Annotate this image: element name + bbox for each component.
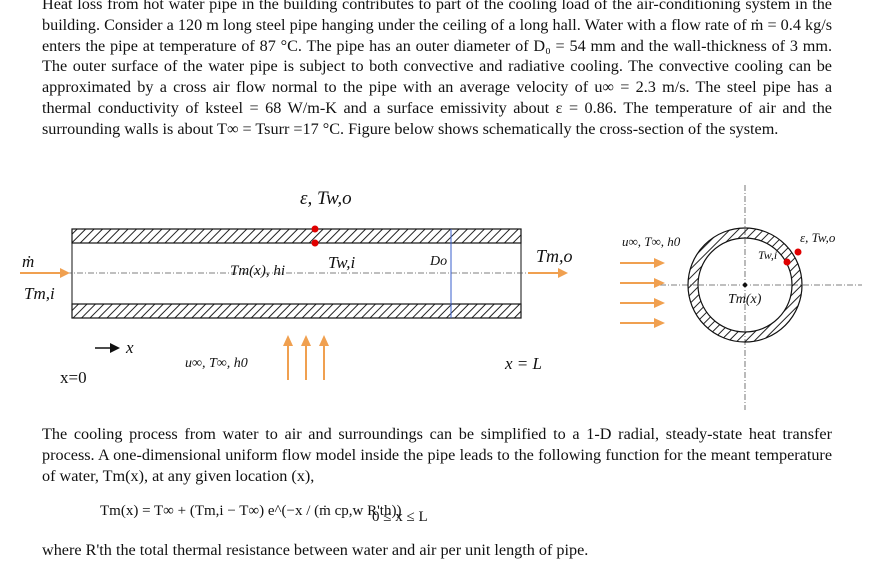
- process-description: The cooling process from water to air an…: [42, 424, 832, 486]
- pipe-wall-bottom: [71, 303, 522, 319]
- circle-inner-wall-label: Tw,i: [758, 248, 778, 262]
- outlet-temperature-label: Tm,o: [536, 246, 573, 266]
- side-airflow-arrows: [620, 258, 665, 328]
- emissivity-side-label: ε, Tw,o: [800, 230, 836, 245]
- x-axis-label: x: [126, 338, 134, 357]
- inner-wall-temperature-label: Tw,i: [328, 253, 356, 272]
- inlet-temperature-label: Tm,i: [24, 284, 55, 303]
- temperature-equation: Tm(x) = T∞ + (Tm,i − T∞) e^(−x / (ṁ cp,w…: [100, 503, 402, 519]
- x-axis-arrowhead: [110, 343, 120, 353]
- x-start-label: x=0: [60, 368, 87, 387]
- x-end-label: x = L: [505, 354, 542, 373]
- inner-surface-dot: [311, 239, 319, 247]
- circle-mean-temperature-label: Tm(x): [728, 292, 762, 307]
- bottom-air-label: u∞, T∞, h0: [185, 356, 248, 371]
- side-air-label: u∞, T∞, h0: [622, 234, 681, 249]
- circle-center-dot: [742, 282, 748, 288]
- process-text: The cooling process from water to air an…: [42, 425, 832, 485]
- equation-range: 0 ≤ x ≤ L: [372, 509, 428, 525]
- mass-flow-label: ṁ: [22, 252, 35, 271]
- outer-diameter-label: Do: [430, 254, 448, 269]
- outflow-arrow-head: [558, 268, 568, 278]
- emissivity-top-label: ε, Tw,o: [300, 188, 352, 209]
- outer-surface-dot: [311, 225, 319, 233]
- where-statement: where R'th the total thermal resistance …: [42, 541, 589, 559]
- mean-temperature-label: Tm(x), hi: [230, 263, 285, 279]
- bottom-airflow-arrows: [283, 335, 329, 380]
- problem-intro: Heat loss from hot water pipe in the bui…: [42, 0, 832, 140]
- inflow-arrow-head: [60, 268, 70, 278]
- circle-inner-dot: [783, 258, 791, 266]
- circle-outer-dot: [794, 248, 802, 256]
- intro-text: Heat loss from hot water pipe in the bui…: [42, 0, 832, 138]
- pipe-wall-top: [71, 228, 522, 244]
